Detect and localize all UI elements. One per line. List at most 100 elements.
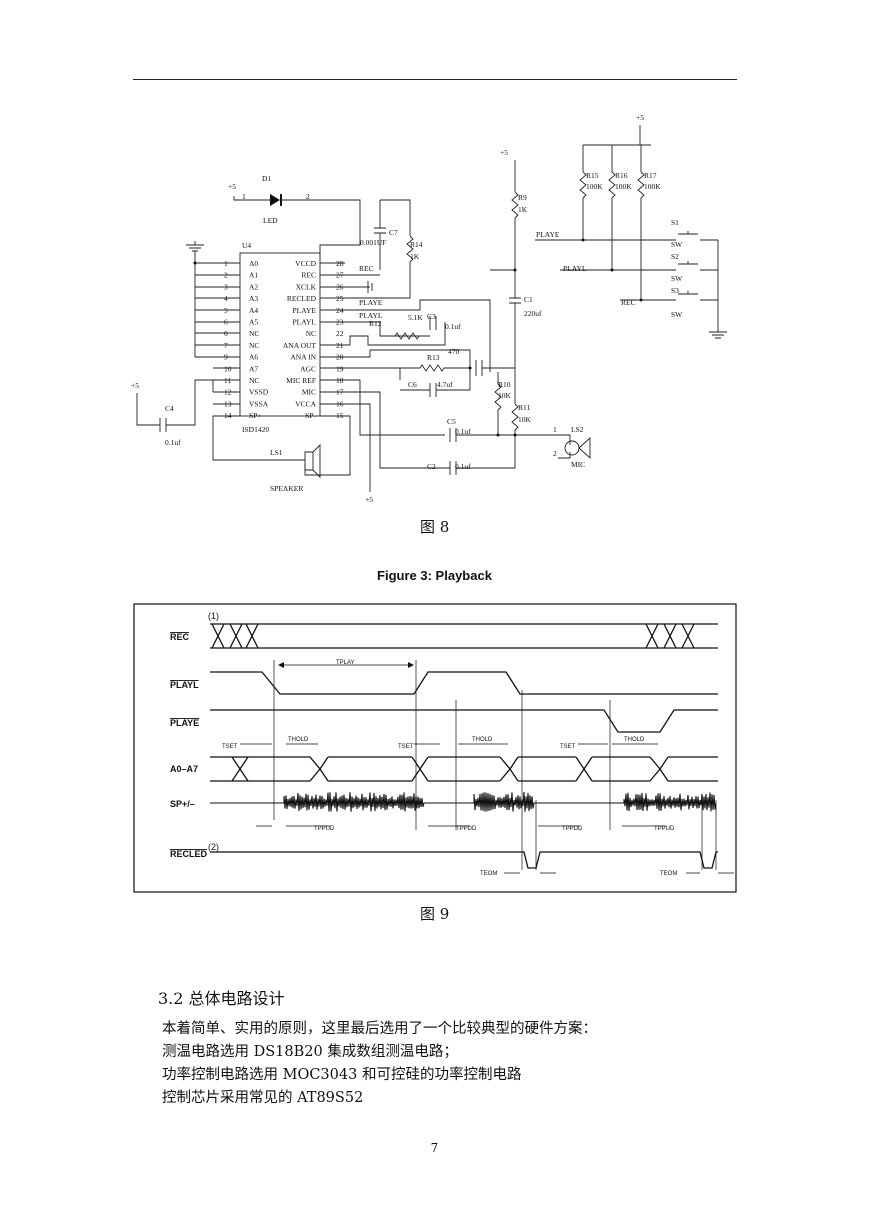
led-pin1: 1 xyxy=(242,192,246,201)
pin-name-left: SP+ xyxy=(249,411,262,420)
pin-name-left: A6 xyxy=(249,353,258,362)
signal-rec: REC xyxy=(170,632,190,642)
pin-name-right: RECLED xyxy=(287,294,317,303)
figure9-caption: 图 9 xyxy=(420,905,450,923)
pin-name-right: VCCD xyxy=(295,259,316,268)
vcc-right: +5 xyxy=(636,113,644,122)
vcc-left: +5 xyxy=(131,381,139,390)
label-thold-2: THOLD xyxy=(472,737,493,743)
pin-name-left: NC xyxy=(249,341,259,350)
r16-value: 100K xyxy=(615,182,632,191)
r12-label: R12 xyxy=(369,319,382,328)
pin-name-left: VSSA xyxy=(249,399,269,408)
chip-ref: U4 xyxy=(242,241,251,250)
label-teom-2: TEOM xyxy=(660,871,677,877)
pin-number-left: 6 xyxy=(224,318,228,327)
pin-name-right: PLAYL xyxy=(293,318,317,327)
pin-name-left: A7 xyxy=(249,364,258,373)
label-tset-3: TSET xyxy=(560,744,576,750)
pin-number-left: 12 xyxy=(224,388,232,397)
vcc-bottom: +5 xyxy=(365,495,373,504)
pin-number-right: 16 xyxy=(336,399,344,408)
c1-value: 220uf xyxy=(524,309,542,318)
pin-number-left: 14 xyxy=(224,411,232,420)
signal-recled: RECLED xyxy=(170,849,208,859)
paragraph-line: 功率控制电路选用 MOC3043 和可控硅的功率控制电路 xyxy=(162,1067,522,1083)
pin-number-right: 21 xyxy=(336,341,344,350)
pin-number-right: 17 xyxy=(336,388,344,397)
c6-label: C6 xyxy=(408,380,417,389)
pin-number-right: 18 xyxy=(336,376,344,385)
pin-name-right: MIC REF xyxy=(286,376,316,385)
c6-value: 4.7uf xyxy=(437,380,453,389)
pin-number-left: 9 xyxy=(224,353,228,362)
c7-label: C7 xyxy=(389,228,398,237)
c7-value: 0.001UF xyxy=(360,238,386,247)
s2-sw: SW xyxy=(671,274,683,283)
pin-name-left: NC xyxy=(249,376,259,385)
header-rule xyxy=(133,79,737,80)
pin-number-left: 6 xyxy=(224,329,228,338)
speaker-label: SPEAKER xyxy=(270,484,303,493)
playl-net: PLAYL xyxy=(359,311,383,320)
c2-value: 0.1uf xyxy=(455,462,471,471)
note-1: (1) xyxy=(208,611,219,621)
r12-value: 5.1K xyxy=(408,313,423,322)
label-tppud-1: TPPUD xyxy=(314,826,335,832)
pin-name-left: NC xyxy=(249,329,259,338)
pin-name-right: ANA IN xyxy=(290,353,316,362)
s3-sw: SW xyxy=(671,310,683,319)
pin-number-left: 1 xyxy=(224,259,228,268)
ls2-pin1: 1 xyxy=(553,425,557,434)
r11-label: R11 xyxy=(518,403,530,412)
c3-value: 0.1uf xyxy=(445,322,461,331)
paragraph-line: 控制芯片采用常见的 AT89S52 xyxy=(162,1090,364,1106)
pin-number-left: 3 xyxy=(224,282,228,291)
c4-label: C4 xyxy=(165,404,174,413)
pin-name-left: A0 xyxy=(249,259,258,268)
pin-name-right: XCLK xyxy=(296,282,317,291)
signal-playe: PLAYE xyxy=(170,718,199,728)
ls2-pin2: 2 xyxy=(553,449,557,458)
pin-number-left: 10 xyxy=(224,364,232,373)
r17-value: 100K xyxy=(644,182,661,191)
pin-number-right: 26 xyxy=(336,282,344,291)
pin-name-right: PLAYE xyxy=(293,306,317,315)
pin-number-right: 22 xyxy=(336,329,344,338)
pin-number-right: 23 xyxy=(336,318,344,327)
led-label: LED xyxy=(263,216,278,225)
rec-input: REC xyxy=(621,298,636,307)
pin-number-right: 15 xyxy=(336,411,344,420)
c4-value: 0.1uf xyxy=(165,438,181,447)
pin-number-right: 24 xyxy=(336,306,344,315)
pin-number-right: 20 xyxy=(336,353,344,362)
label-tppdd-2: TPPDD xyxy=(562,826,583,832)
mic-label: MIC xyxy=(571,460,585,469)
signal-address: A0–A7 xyxy=(170,764,198,774)
note-2: (2) xyxy=(208,842,219,852)
label-tppdd-1: TPPDD xyxy=(456,826,477,832)
pin-name-right: NC xyxy=(306,329,316,338)
c3-label: C3 xyxy=(427,312,436,321)
vcc-led: +5 xyxy=(228,182,236,191)
r9-value: 1K xyxy=(518,205,528,214)
label-tppud-2: TPPUD xyxy=(654,826,675,832)
pin-name-left: A1 xyxy=(249,271,258,280)
paragraph-line: 测温电路选用 DS18B20 集成数组测温电路； xyxy=(162,1044,458,1060)
r13-label: R13 xyxy=(427,353,440,362)
pin-number-right: 25 xyxy=(336,294,344,303)
playe-input: PLAYE xyxy=(536,230,560,239)
c5-value: 0.1uf xyxy=(455,427,471,436)
signal-sp: SP+/– xyxy=(170,799,195,809)
pin-number-left: 2 xyxy=(224,271,228,280)
s1-sw: SW xyxy=(671,240,683,249)
r17-label: R17 xyxy=(644,171,657,180)
r10-value: 10K xyxy=(498,391,512,400)
label-thold-1: THOLD xyxy=(288,737,309,743)
label-thold-3: THOLD xyxy=(624,737,645,743)
pin-number-left: 4 xyxy=(224,294,228,303)
pin-name-left: A3 xyxy=(249,294,258,303)
chip-part: ISD1420 xyxy=(242,425,269,434)
r9-label: R9 xyxy=(518,193,527,202)
